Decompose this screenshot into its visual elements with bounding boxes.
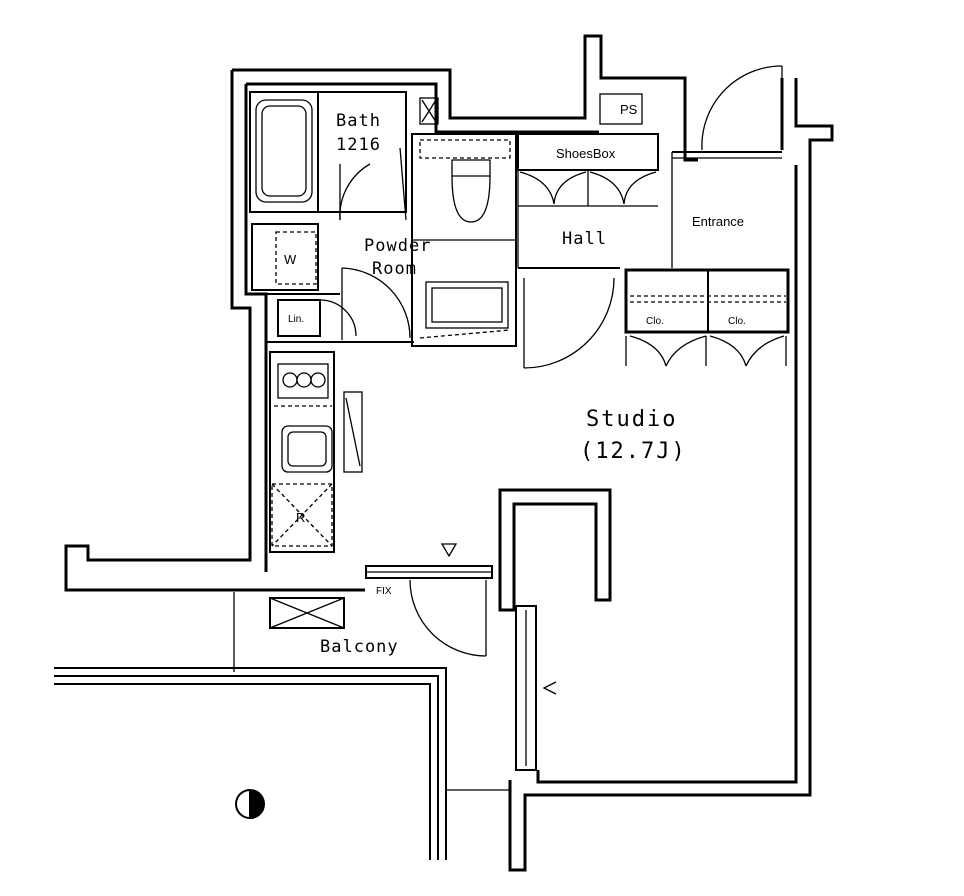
studio-label: Studio	[586, 407, 677, 432]
washer-linen-area: W Lin.	[251, 223, 357, 343]
entrance-label: Entrance	[692, 214, 744, 229]
north-arrow-icon	[235, 789, 265, 819]
studio-area: Studio (12.7J) FIX	[365, 407, 687, 771]
shoes-box-label: ShoesBox	[556, 146, 616, 161]
hall-label: Hall	[562, 229, 607, 249]
hall-area: ShoesBox Hall PS	[517, 93, 659, 369]
balcony-area: Balcony	[269, 597, 399, 657]
bath-label: Bath	[336, 111, 381, 131]
bath-size-label: 1216	[336, 135, 381, 155]
entrance-area: Entrance	[671, 65, 783, 268]
linen-label: Lin.	[288, 314, 304, 325]
kitchen-area: R	[269, 351, 363, 553]
powder-room-label-line1: Powder	[364, 236, 431, 256]
powder-room-label-line2: Room	[372, 259, 417, 279]
exterior-walls	[54, 34, 834, 872]
closet-1-label: Clo.	[646, 316, 664, 327]
washer-label: W	[284, 252, 297, 267]
closet-2-label: Clo.	[728, 316, 746, 327]
bath-area: Bath 1216	[249, 91, 407, 221]
closets-area: Clo. Clo.	[624, 268, 790, 367]
studio-size-label: (12.7J)	[580, 439, 687, 464]
fix-window-label: FIX	[376, 586, 392, 597]
balcony-label: Balcony	[320, 637, 399, 657]
ps-label: PS	[620, 102, 638, 117]
refrigerator-label: R	[296, 510, 305, 525]
powder-room-area: Powder Room	[340, 97, 517, 347]
